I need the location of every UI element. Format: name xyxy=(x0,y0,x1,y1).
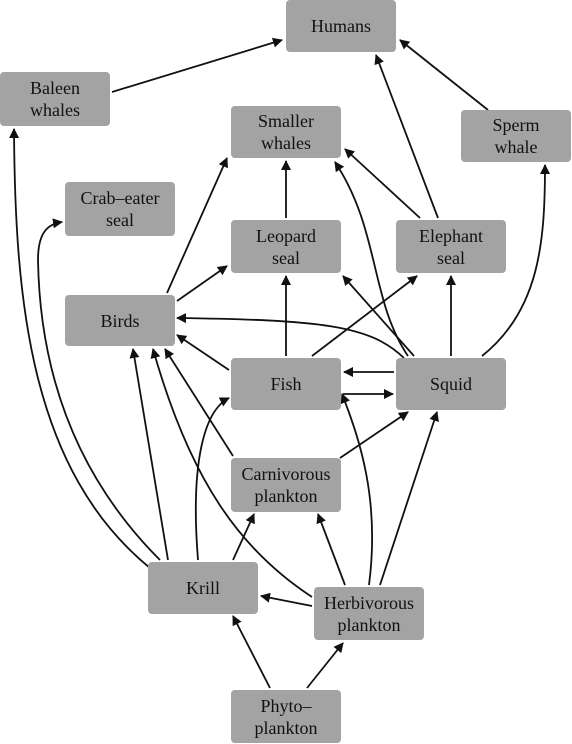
edge-squid-to-birds xyxy=(176,313,405,359)
node-crab-eater-seal: Crab–eater seal xyxy=(65,182,175,236)
edge-carnivorous-plankton-to-squid xyxy=(339,411,409,459)
edge-sperm-whale-to-humans xyxy=(399,39,489,111)
node-squid: Squid xyxy=(396,358,506,410)
edge-fish-to-elephant-seal xyxy=(311,275,418,357)
node-squid-label: Squid xyxy=(429,374,472,394)
node-fish: Fish xyxy=(231,358,341,410)
node-leopard-seal-line-1: Leopard xyxy=(256,225,316,246)
edge-herbivorous-plankton-to-birds xyxy=(150,348,313,598)
node-krill: Krill xyxy=(148,562,258,614)
node-phytoplankton-line-1: Phyto– xyxy=(260,695,312,716)
node-crab-eater-seal-line-1: Crab–eater xyxy=(80,188,160,208)
edge-birds-to-leopard-seal xyxy=(176,265,228,302)
node-herbivorous-plankton-line-2: plankton xyxy=(337,614,401,635)
edge-birds-to-smaller-whales xyxy=(166,157,228,294)
edge-krill-to-fish xyxy=(194,397,230,561)
edge-phytoplankton-to-herbivorous-plankton xyxy=(306,642,344,689)
edge-fish-to-birds xyxy=(176,334,230,371)
node-smaller-whales: Smaller whales xyxy=(231,106,341,158)
node-crab-eater-seal-line-2: seal xyxy=(106,210,134,230)
edge-phytoplankton-to-krill xyxy=(232,615,271,689)
node-leopard-seal-line-2: seal xyxy=(272,247,300,268)
edge-herbivorous-plankton-to-carnivorous-plankton xyxy=(316,513,346,586)
node-herbivorous-plankton: Herbivorous plankton xyxy=(314,587,424,640)
node-birds: Birds xyxy=(65,295,175,346)
node-baleen-whales-line-2: whales xyxy=(30,100,80,120)
edge-squid-to-leopard-seal xyxy=(342,275,415,357)
node-carnivorous-plankton-line-2: plankton xyxy=(254,486,318,506)
node-sperm-whale-line-2: whale xyxy=(494,137,538,157)
edge-elephant-seal-to-humans xyxy=(374,54,439,219)
node-elephant-seal: Elephant seal xyxy=(396,220,506,273)
node-carnivorous-plankton: Carnivorous plankton xyxy=(231,458,341,512)
edge-krill-to-crab-eater-seal xyxy=(37,218,161,561)
node-elephant-seal-line-1: Elephant xyxy=(419,225,483,246)
edge-herbivorous-plankton-to-krill xyxy=(260,592,313,607)
edge-herbivorous-plankton-to-squid xyxy=(379,411,439,586)
node-sperm-whale-line-1: Sperm xyxy=(492,115,540,135)
edge-squid-to-sperm-whale xyxy=(481,164,550,357)
node-baleen-whales: Baleen whales xyxy=(0,72,110,126)
node-leopard-seal: Leopard seal xyxy=(231,220,341,273)
node-elephant-seal-line-2: seal xyxy=(437,247,465,268)
edge-krill-to-baleen-whales xyxy=(9,128,151,569)
node-krill-label: Krill xyxy=(186,578,220,598)
node-smaller-whales-line-1: Smaller xyxy=(258,111,314,131)
node-phytoplankton: Phyto– plankton xyxy=(231,690,341,743)
node-smaller-whales-line-2: whales xyxy=(261,133,311,153)
edge-krill-to-birds xyxy=(129,348,169,561)
edge-krill-to-carnivorous-plankton xyxy=(232,513,255,561)
node-sperm-whale: Sperm whale xyxy=(461,110,571,162)
edge-herbivorous-plankton-to-fish xyxy=(340,393,374,586)
node-humans: Humans xyxy=(286,0,396,52)
node-carnivorous-plankton-line-1: Carnivorous xyxy=(241,464,331,484)
edge-carnivorous-plankton-to-birds xyxy=(164,348,234,457)
node-birds-label: Birds xyxy=(100,310,140,331)
edge-baleen-whales-to-humans xyxy=(111,37,283,93)
node-baleen-whales-line-1: Baleen xyxy=(30,78,80,98)
node-phytoplankton-line-2: plankton xyxy=(254,717,318,738)
node-humans-label: Humans xyxy=(311,16,371,36)
node-herbivorous-plankton-line-1: Herbivorous xyxy=(324,592,414,613)
edge-elephant-seal-to-smaller-whales xyxy=(344,148,421,219)
node-fish-label: Fish xyxy=(270,374,302,394)
